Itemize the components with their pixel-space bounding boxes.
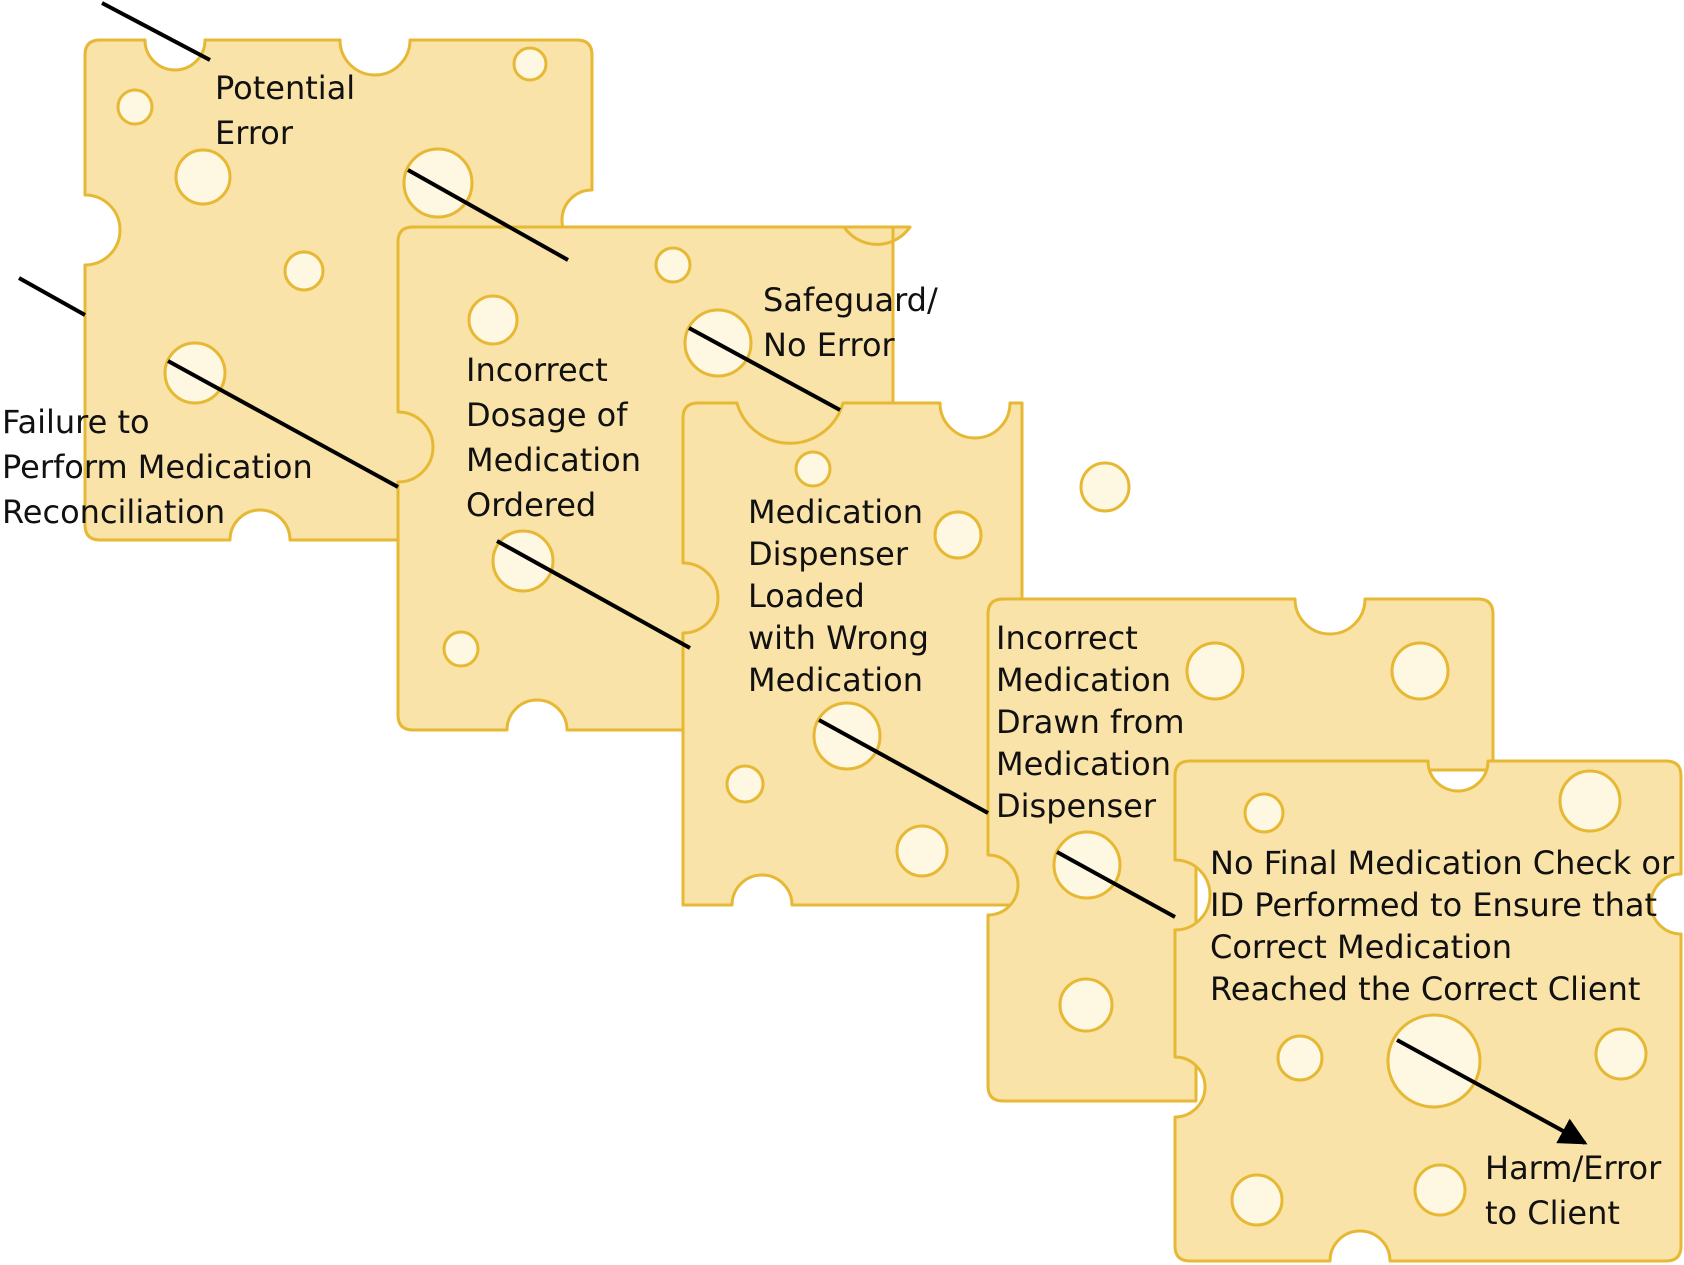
dispenser-trajectory: [818, 718, 989, 815]
cheese-hole: [1230, 1173, 1284, 1227]
cheese-hole: [895, 824, 949, 878]
cheese-slice-5-body: [1173, 759, 1683, 1263]
cheese-hole: [1185, 641, 1245, 701]
cheese-hole: [654, 246, 692, 284]
label-harm: Harm/Error to Client: [1485, 1149, 1662, 1232]
label-no-final-check: No Final Medication Check or ID Performe…: [1210, 844, 1675, 1008]
cheese-hole: [174, 148, 232, 206]
potential-error-trajectory-lower: [407, 168, 569, 262]
label-failure-to-reconcile: Failure to Perform Medication Reconcilia…: [2, 403, 313, 531]
cheese-hole: [512, 46, 548, 82]
cheese-hole: [1594, 1027, 1648, 1081]
label-potential-error: Potential Error: [215, 69, 356, 152]
cheese-hole: [1052, 830, 1122, 900]
cheese-hole: [1243, 792, 1285, 834]
cheese-slice-5: [1173, 759, 1683, 1263]
cheese-hole: [1558, 769, 1622, 833]
cheese-hole: [116, 88, 154, 126]
potential-error-trajectory-upper: [101, 1, 211, 62]
dosage-trajectory: [496, 539, 691, 650]
failure-trajectory-inner: [167, 359, 399, 489]
drawn-trajectory: [1056, 850, 1176, 919]
label-safeguard: Safeguard/ No Error: [763, 281, 938, 364]
cheese-hole: [1276, 1034, 1324, 1082]
cheese-hole: [163, 341, 227, 405]
cheese-hole: [725, 764, 765, 804]
trajectory-lines: [18, 1, 1588, 1145]
cheese-hole: [283, 250, 325, 292]
label-drawn-from-dispenser: Incorrect Medication Drawn from Medicati…: [996, 619, 1185, 825]
cheese-hole: [442, 630, 480, 668]
cheese-hole: [467, 294, 519, 346]
label-incorrect-dosage: Incorrect Dosage of Medication Ordered: [466, 351, 641, 524]
cheese-hole: [1079, 461, 1131, 513]
cheese-hole: [1058, 977, 1114, 1033]
cheese-slice-4-body: [986, 597, 1495, 1103]
cheese-hole: [1413, 1163, 1467, 1217]
cheese-slice-4: [986, 597, 1495, 1103]
cheese-hole: [794, 450, 832, 488]
cheese-hole: [402, 147, 474, 219]
safeguard-trajectory: [688, 326, 841, 412]
cheese-hole: [933, 510, 983, 560]
cheese-slice-3: [681, 401, 1131, 907]
label-dispenser-loaded: Medication Dispenser Loaded with Wrong M…: [748, 493, 929, 699]
failure-trajectory-outer: [18, 276, 86, 317]
cheese-hole: [491, 529, 555, 593]
cheese-hole: [1390, 641, 1450, 701]
harm-arrow: [1396, 1038, 1588, 1145]
